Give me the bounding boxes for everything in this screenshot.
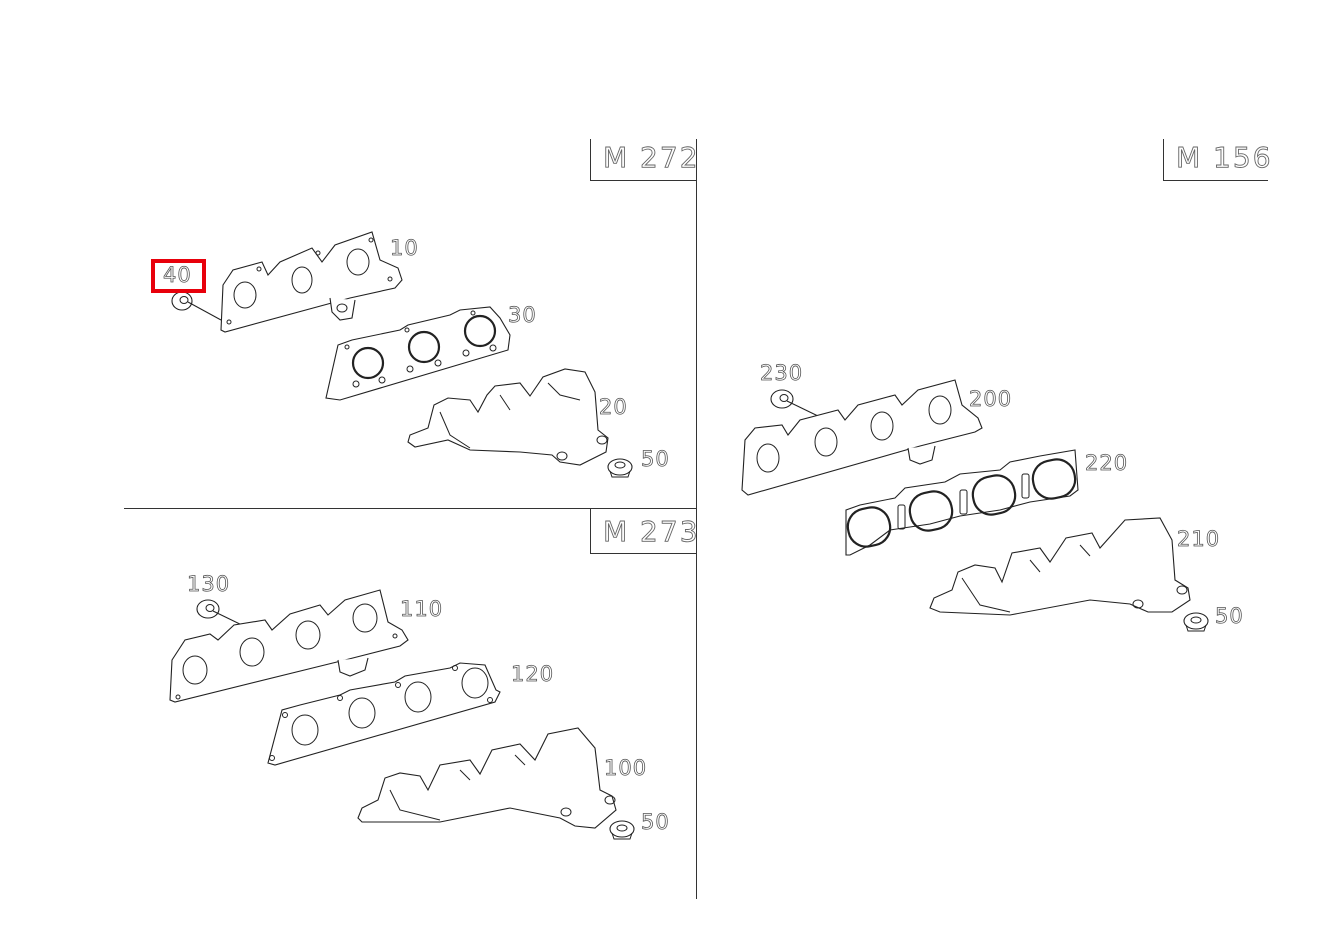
nut-50c-icon <box>1183 612 1209 632</box>
manifold-100-icon <box>357 727 617 829</box>
section-divider-vertical <box>696 139 697 899</box>
engine-box-m156 <box>1163 139 1268 181</box>
engine-label-m156: M 156 <box>1176 141 1273 174</box>
engine-box-m273 <box>590 509 697 554</box>
callout-10[interactable]: 10 <box>390 236 419 260</box>
flange-10-icon <box>220 231 403 333</box>
flange-110-icon <box>169 589 409 703</box>
callout-40[interactable]: 40 <box>163 263 192 287</box>
callout-30[interactable]: 30 <box>508 303 537 327</box>
callout-50-m156[interactable]: 50 <box>1215 604 1244 628</box>
gasket-30-icon <box>325 306 511 401</box>
nut-50-icon <box>607 458 633 478</box>
callout-220[interactable]: 220 <box>1085 451 1129 475</box>
gasket-120-icon <box>267 662 501 766</box>
section-divider-horizontal <box>124 508 696 509</box>
callout-20[interactable]: 20 <box>599 395 628 419</box>
callout-110[interactable]: 110 <box>400 597 444 621</box>
manifold-20-icon <box>407 368 609 466</box>
engine-label-m273: M 273 <box>603 515 700 548</box>
engine-box-m272 <box>590 139 697 181</box>
callout-100[interactable]: 100 <box>604 756 648 780</box>
engine-label-m272: M 272 <box>603 141 700 174</box>
nut-50b-icon <box>609 820 635 840</box>
flange-200-icon <box>741 379 983 496</box>
callout-230[interactable]: 230 <box>760 361 804 385</box>
gasket-220-icon <box>845 449 1079 556</box>
callout-130[interactable]: 130 <box>187 572 231 596</box>
manifold-210-icon <box>929 517 1191 616</box>
callout-50-m273[interactable]: 50 <box>641 810 670 834</box>
callout-50-m272[interactable]: 50 <box>641 447 670 471</box>
callout-200[interactable]: 200 <box>969 387 1013 411</box>
nut-230-icon <box>770 389 819 417</box>
callout-120[interactable]: 120 <box>511 662 555 686</box>
callout-210[interactable]: 210 <box>1177 527 1221 551</box>
selection-highlight-40 <box>151 259 206 293</box>
nut-40-icon <box>171 291 222 321</box>
